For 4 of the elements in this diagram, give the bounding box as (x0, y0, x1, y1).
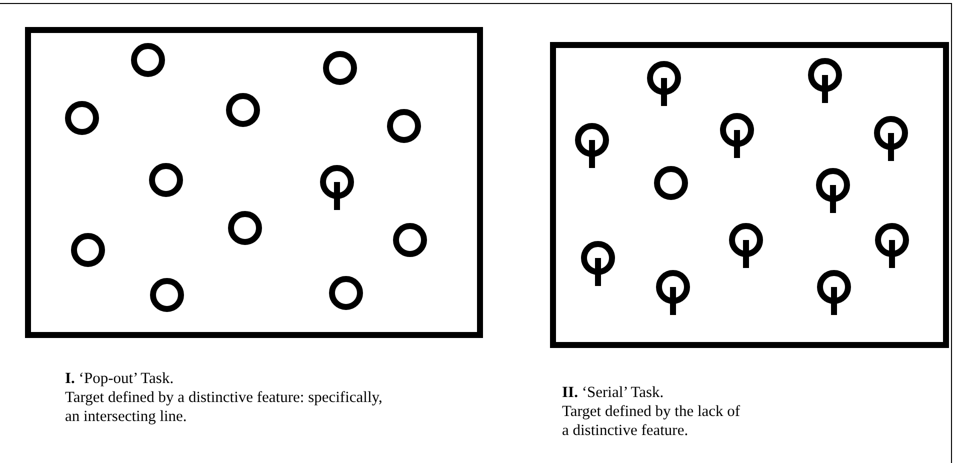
task-heading: II. ‘Serial’ Task. (562, 383, 664, 402)
task-description: Target defined by the lack of a distinctive feature. (562, 402, 742, 440)
task-heading: I. ‘Pop-out’ Task. (65, 369, 174, 388)
task-description: Target defined by a distinctive feature: specifically, an intersecting line. (65, 388, 384, 426)
